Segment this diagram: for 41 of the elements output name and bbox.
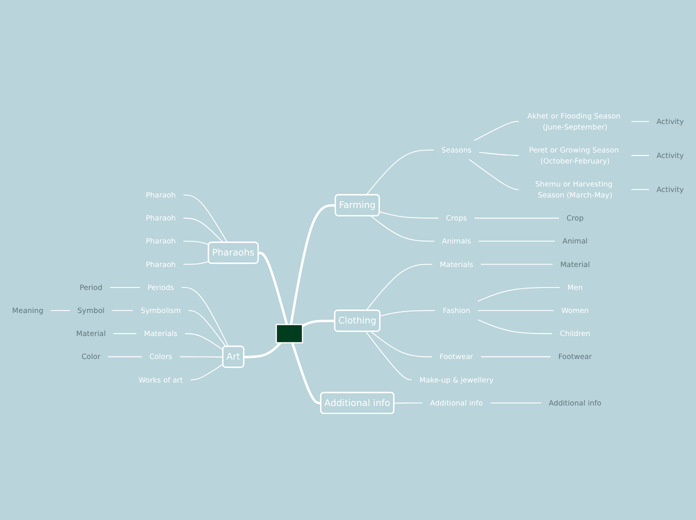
connector xyxy=(480,264,554,265)
connector xyxy=(477,310,554,311)
connector xyxy=(182,194,228,243)
connector xyxy=(630,188,650,190)
connector xyxy=(50,310,71,311)
connector xyxy=(365,330,412,380)
connector xyxy=(182,218,224,243)
connector xyxy=(394,402,424,404)
connector xyxy=(477,319,554,334)
connector xyxy=(302,320,335,327)
connector xyxy=(380,310,436,316)
connector xyxy=(630,154,650,156)
connector xyxy=(379,211,440,218)
connector xyxy=(370,330,433,358)
node-box xyxy=(276,324,304,344)
connector xyxy=(180,286,229,347)
connector xyxy=(188,310,226,347)
connector xyxy=(109,286,141,288)
connector xyxy=(179,356,224,358)
connector xyxy=(473,120,520,142)
connector xyxy=(112,333,138,334)
connector xyxy=(111,310,134,311)
connector xyxy=(190,364,224,380)
connector xyxy=(258,252,288,325)
connector xyxy=(184,333,224,350)
connector xyxy=(477,286,561,302)
connector xyxy=(244,342,282,358)
connector xyxy=(366,264,433,311)
connector xyxy=(182,240,210,245)
connector xyxy=(370,215,436,242)
connector xyxy=(478,152,520,156)
connector xyxy=(630,120,650,122)
connector xyxy=(107,356,142,358)
connector xyxy=(290,204,336,325)
connector xyxy=(468,158,520,190)
connector xyxy=(478,240,556,242)
connector xyxy=(490,402,542,404)
connector xyxy=(480,356,552,358)
connector xyxy=(291,342,322,404)
connector xyxy=(366,149,434,196)
connector xyxy=(182,260,210,265)
